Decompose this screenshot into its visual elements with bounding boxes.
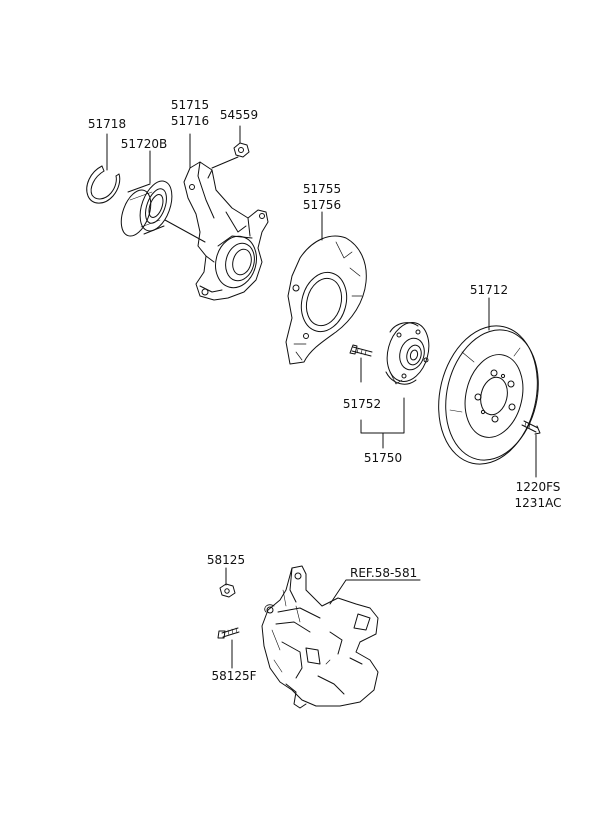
label-1231AC: 1231AC (514, 496, 562, 510)
bearing-51720B (116, 177, 178, 240)
label-51715: 51715 (170, 98, 210, 112)
label-51720B: 51720B (120, 137, 168, 151)
label-51716: 51716 (170, 114, 210, 128)
label-ref-58-581: REF.58-581 (350, 566, 418, 580)
wheel-hub-51750 (381, 318, 435, 386)
label-51712: 51712 (469, 283, 509, 297)
steering-knuckle-51715 (184, 162, 268, 300)
guide-bolt-58125F (218, 628, 239, 638)
label-54559: 54559 (219, 108, 259, 122)
label-58125F: 58125F (211, 669, 257, 683)
dust-cover-51755 (286, 236, 366, 364)
hub-bolt-51752 (350, 345, 372, 356)
nut-58125 (220, 584, 235, 597)
snap-ring-51718 (87, 166, 120, 203)
label-51718: 51718 (87, 117, 127, 131)
label-58125: 58125 (206, 553, 246, 567)
label-1220FS: 1220FS (515, 480, 561, 494)
caliper-bracket-58-581 (262, 566, 378, 708)
label-51752: 51752 (342, 397, 382, 411)
nut-54559 (234, 143, 249, 157)
brake-disc-51712 (425, 316, 550, 474)
disc-screw-1220FS (522, 421, 540, 434)
label-51756: 51756 (302, 198, 342, 212)
label-51755: 51755 (302, 182, 342, 196)
leader-REF (330, 580, 420, 604)
leader-54559 (212, 157, 238, 168)
label-51750: 51750 (363, 451, 403, 465)
leader-bearing-knuckle (165, 220, 205, 242)
